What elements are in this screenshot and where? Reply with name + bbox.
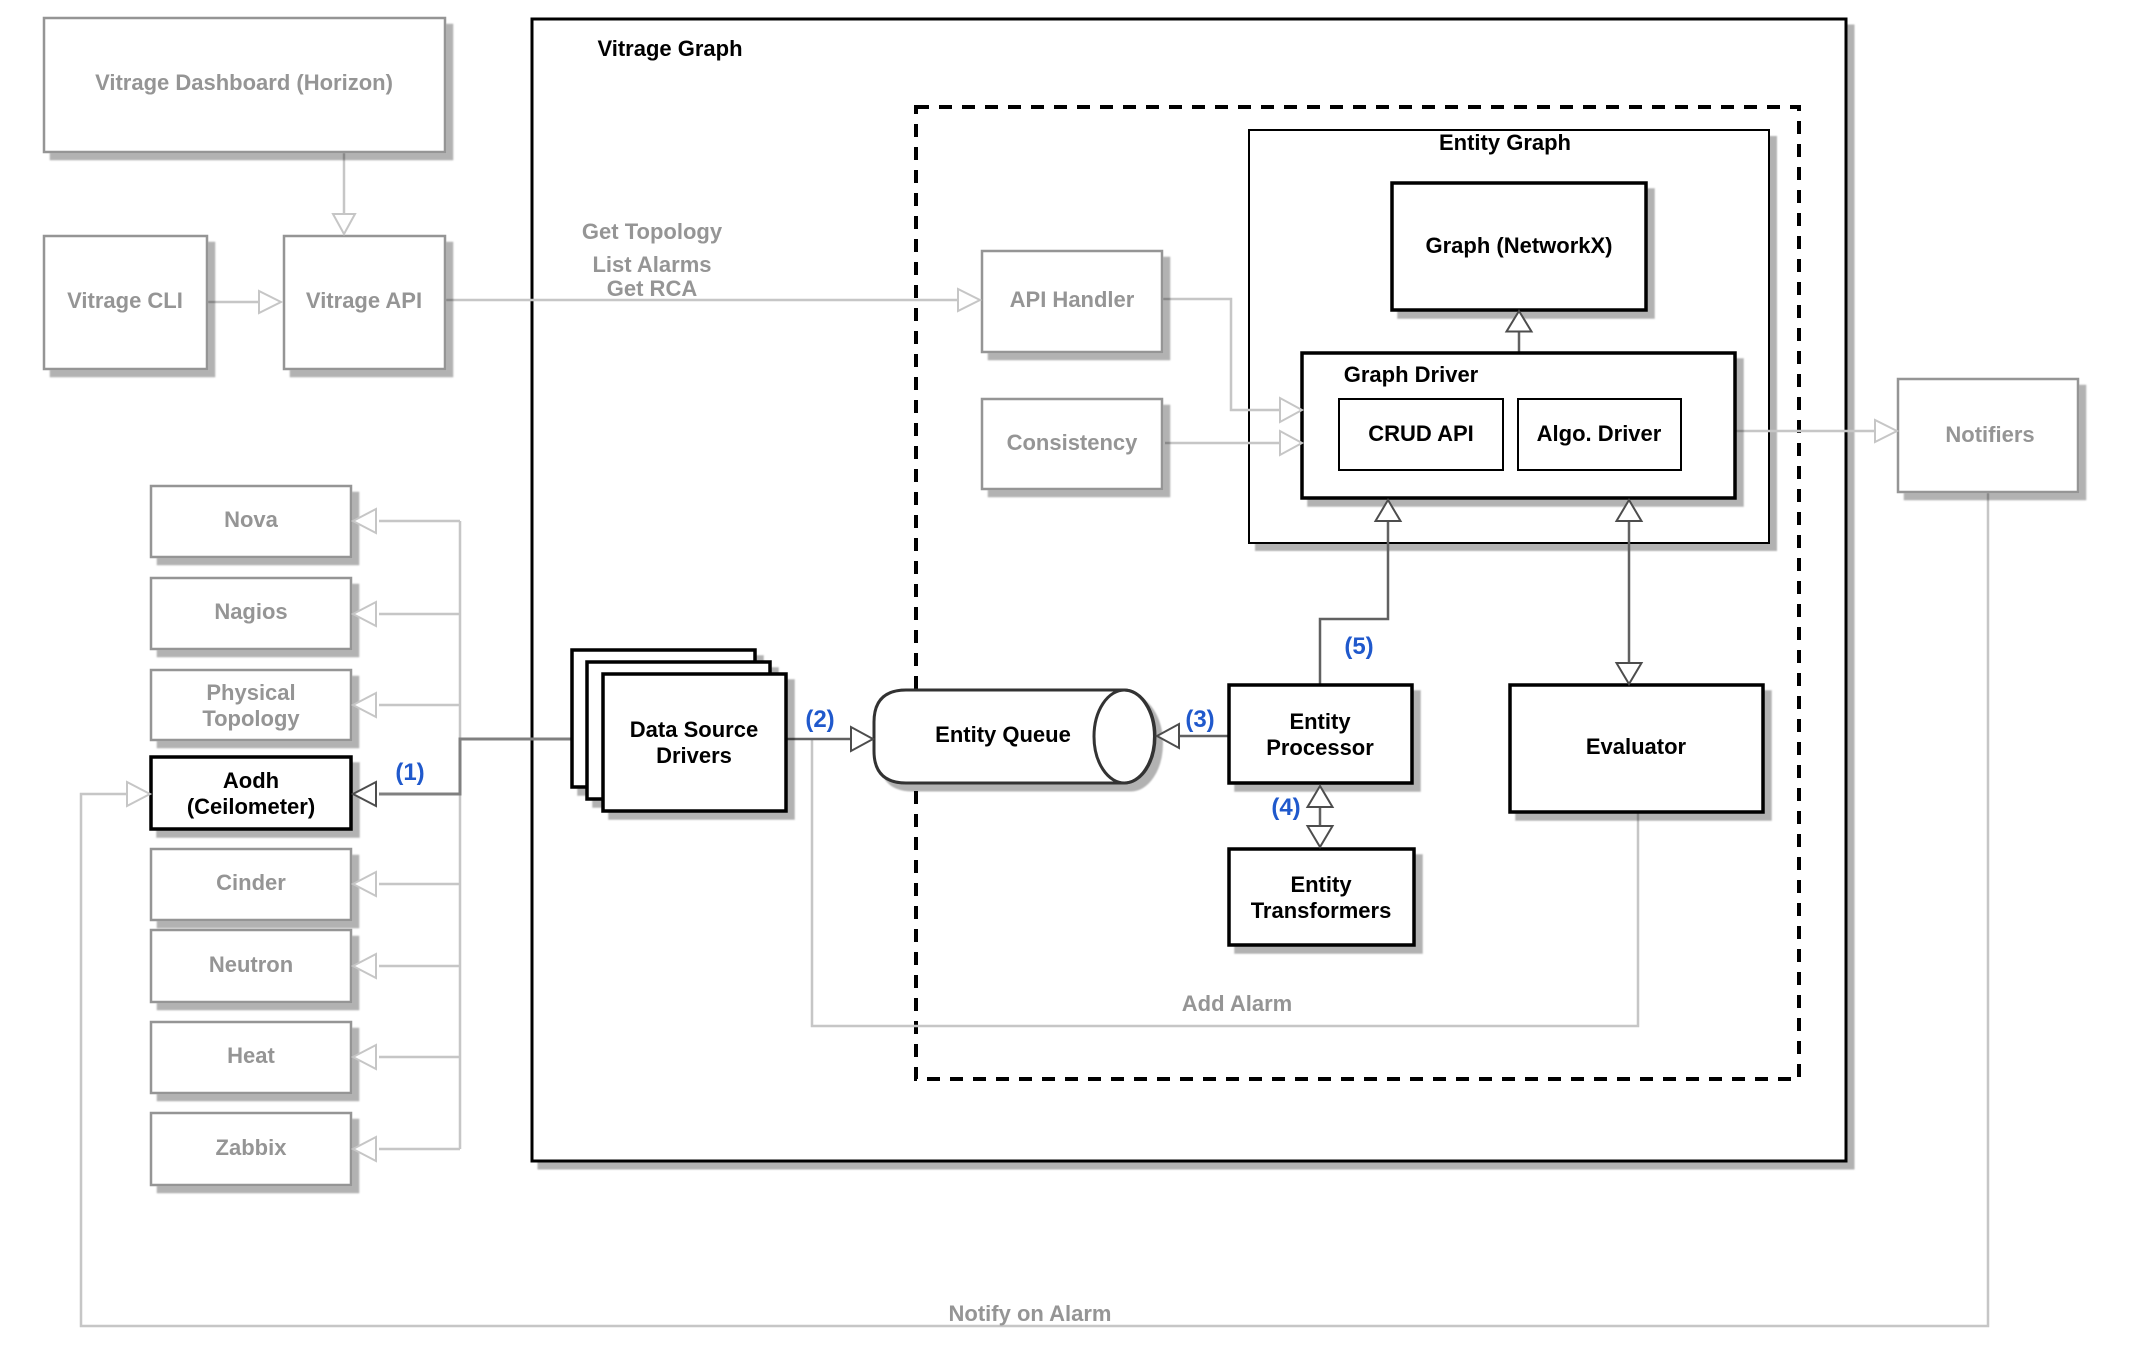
svg-text:Aodh: Aodh (223, 768, 279, 793)
svg-text:Neutron: Neutron (209, 952, 293, 977)
svg-text:Consistency: Consistency (1007, 430, 1139, 455)
svg-text:Data Source: Data Source (630, 717, 758, 742)
svg-text:Zabbix: Zabbix (216, 1135, 288, 1160)
svg-text:Graph (NetworkX): Graph (NetworkX) (1425, 233, 1612, 258)
svg-text:Get Topology: Get Topology (582, 219, 723, 244)
svg-text:Vitrage Dashboard (Horizon): Vitrage Dashboard (Horizon) (95, 70, 393, 95)
svg-text:(4): (4) (1271, 794, 1300, 821)
svg-text:Vitrage API: Vitrage API (306, 288, 422, 313)
svg-text:Entity: Entity (1289, 709, 1351, 734)
svg-text:Nova: Nova (224, 507, 279, 532)
svg-text:Physical: Physical (206, 680, 295, 705)
svg-text:Add Alarm: Add Alarm (1182, 991, 1292, 1016)
svg-text:(5): (5) (1344, 633, 1373, 660)
svg-text:Transformers: Transformers (1251, 898, 1392, 923)
svg-text:Entity Graph: Entity Graph (1439, 130, 1571, 155)
svg-text:Entity: Entity (1290, 872, 1352, 897)
svg-text:Vitrage Graph: Vitrage Graph (597, 36, 742, 61)
svg-text:(1): (1) (395, 759, 424, 786)
svg-text:Cinder: Cinder (216, 870, 286, 895)
svg-text:Graph Driver: Graph Driver (1344, 362, 1479, 387)
svg-text:(2): (2) (805, 706, 834, 733)
svg-text:Processor: Processor (1266, 735, 1374, 760)
svg-text:Get RCA: Get RCA (607, 276, 698, 301)
svg-text:CRUD API: CRUD API (1368, 421, 1474, 446)
svg-text:Topology: Topology (202, 706, 300, 731)
svg-text:Notifiers: Notifiers (1945, 422, 2034, 447)
svg-text:(3): (3) (1185, 706, 1214, 733)
svg-text:Algo. Driver: Algo. Driver (1537, 421, 1662, 446)
svg-text:Entity Queue: Entity Queue (935, 722, 1071, 747)
svg-text:Evaluator: Evaluator (1586, 734, 1687, 759)
svg-text:Vitrage CLI: Vitrage CLI (67, 288, 183, 313)
svg-text:Heat: Heat (227, 1043, 275, 1068)
svg-text:Notify on Alarm: Notify on Alarm (949, 1301, 1112, 1326)
svg-text:Nagios: Nagios (214, 599, 287, 624)
svg-text:(Ceilometer): (Ceilometer) (187, 794, 315, 819)
svg-text:API Handler: API Handler (1010, 287, 1135, 312)
svg-text:List Alarms: List Alarms (592, 252, 711, 277)
svg-text:Drivers: Drivers (656, 743, 732, 768)
